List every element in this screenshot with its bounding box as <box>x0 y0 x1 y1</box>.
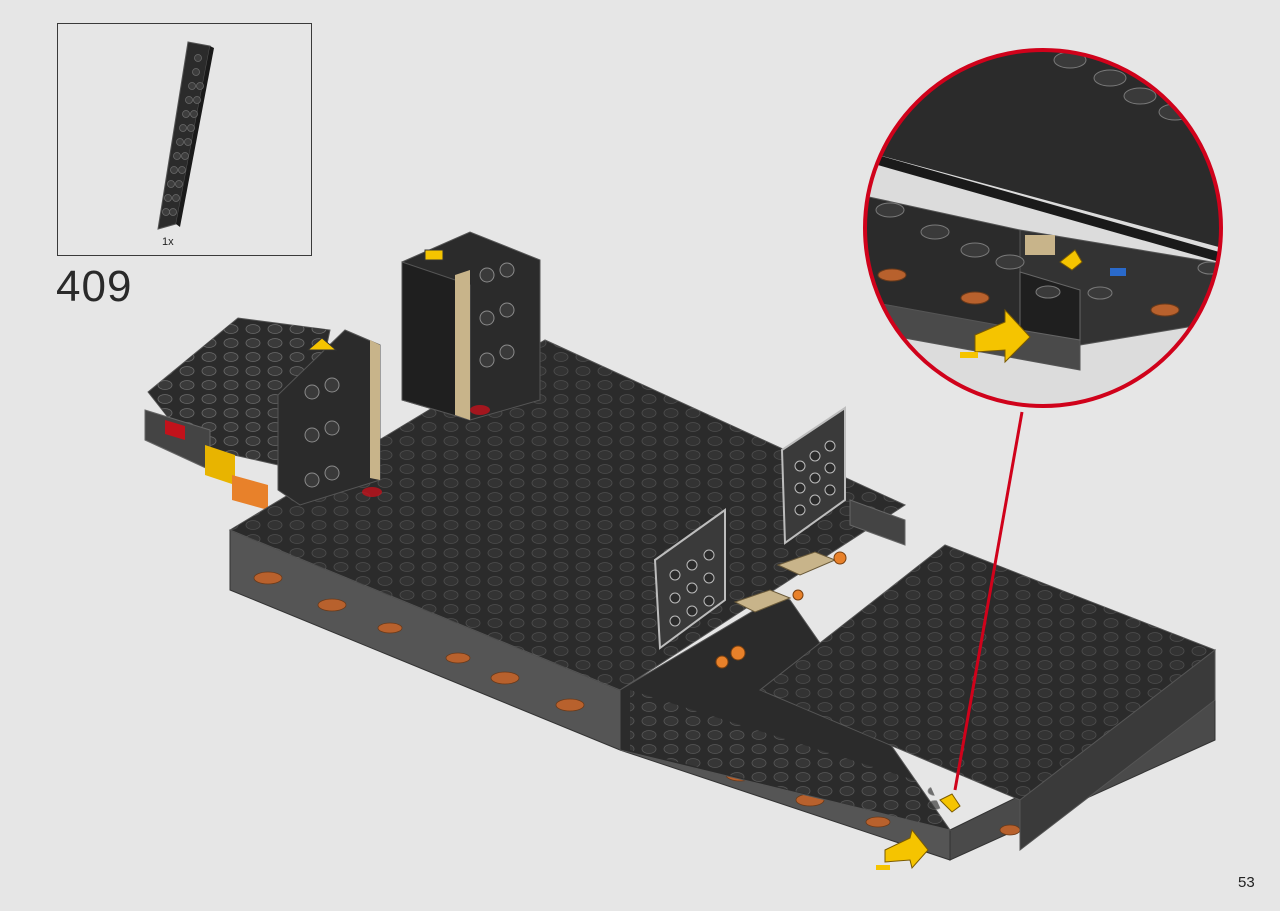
arrow-icon <box>306 337 338 351</box>
callout-pointer <box>953 411 1024 791</box>
callout-detail <box>863 48 1223 408</box>
parts-list-box: 1x <box>57 23 312 256</box>
arrow-icon <box>1059 249 1083 271</box>
left-column <box>277 329 382 506</box>
page-number: 53 <box>1238 874 1255 891</box>
arrow-icon <box>974 308 1031 364</box>
tall-column <box>401 231 541 421</box>
technic-panel-front <box>653 508 726 650</box>
arrow-icon <box>876 793 961 870</box>
step-number: 409 <box>56 262 133 311</box>
technic-panel-back <box>780 406 906 546</box>
wedge-plate-icon <box>157 41 214 230</box>
tan-connectors <box>715 551 847 669</box>
part-quantity: 1x <box>162 236 174 248</box>
